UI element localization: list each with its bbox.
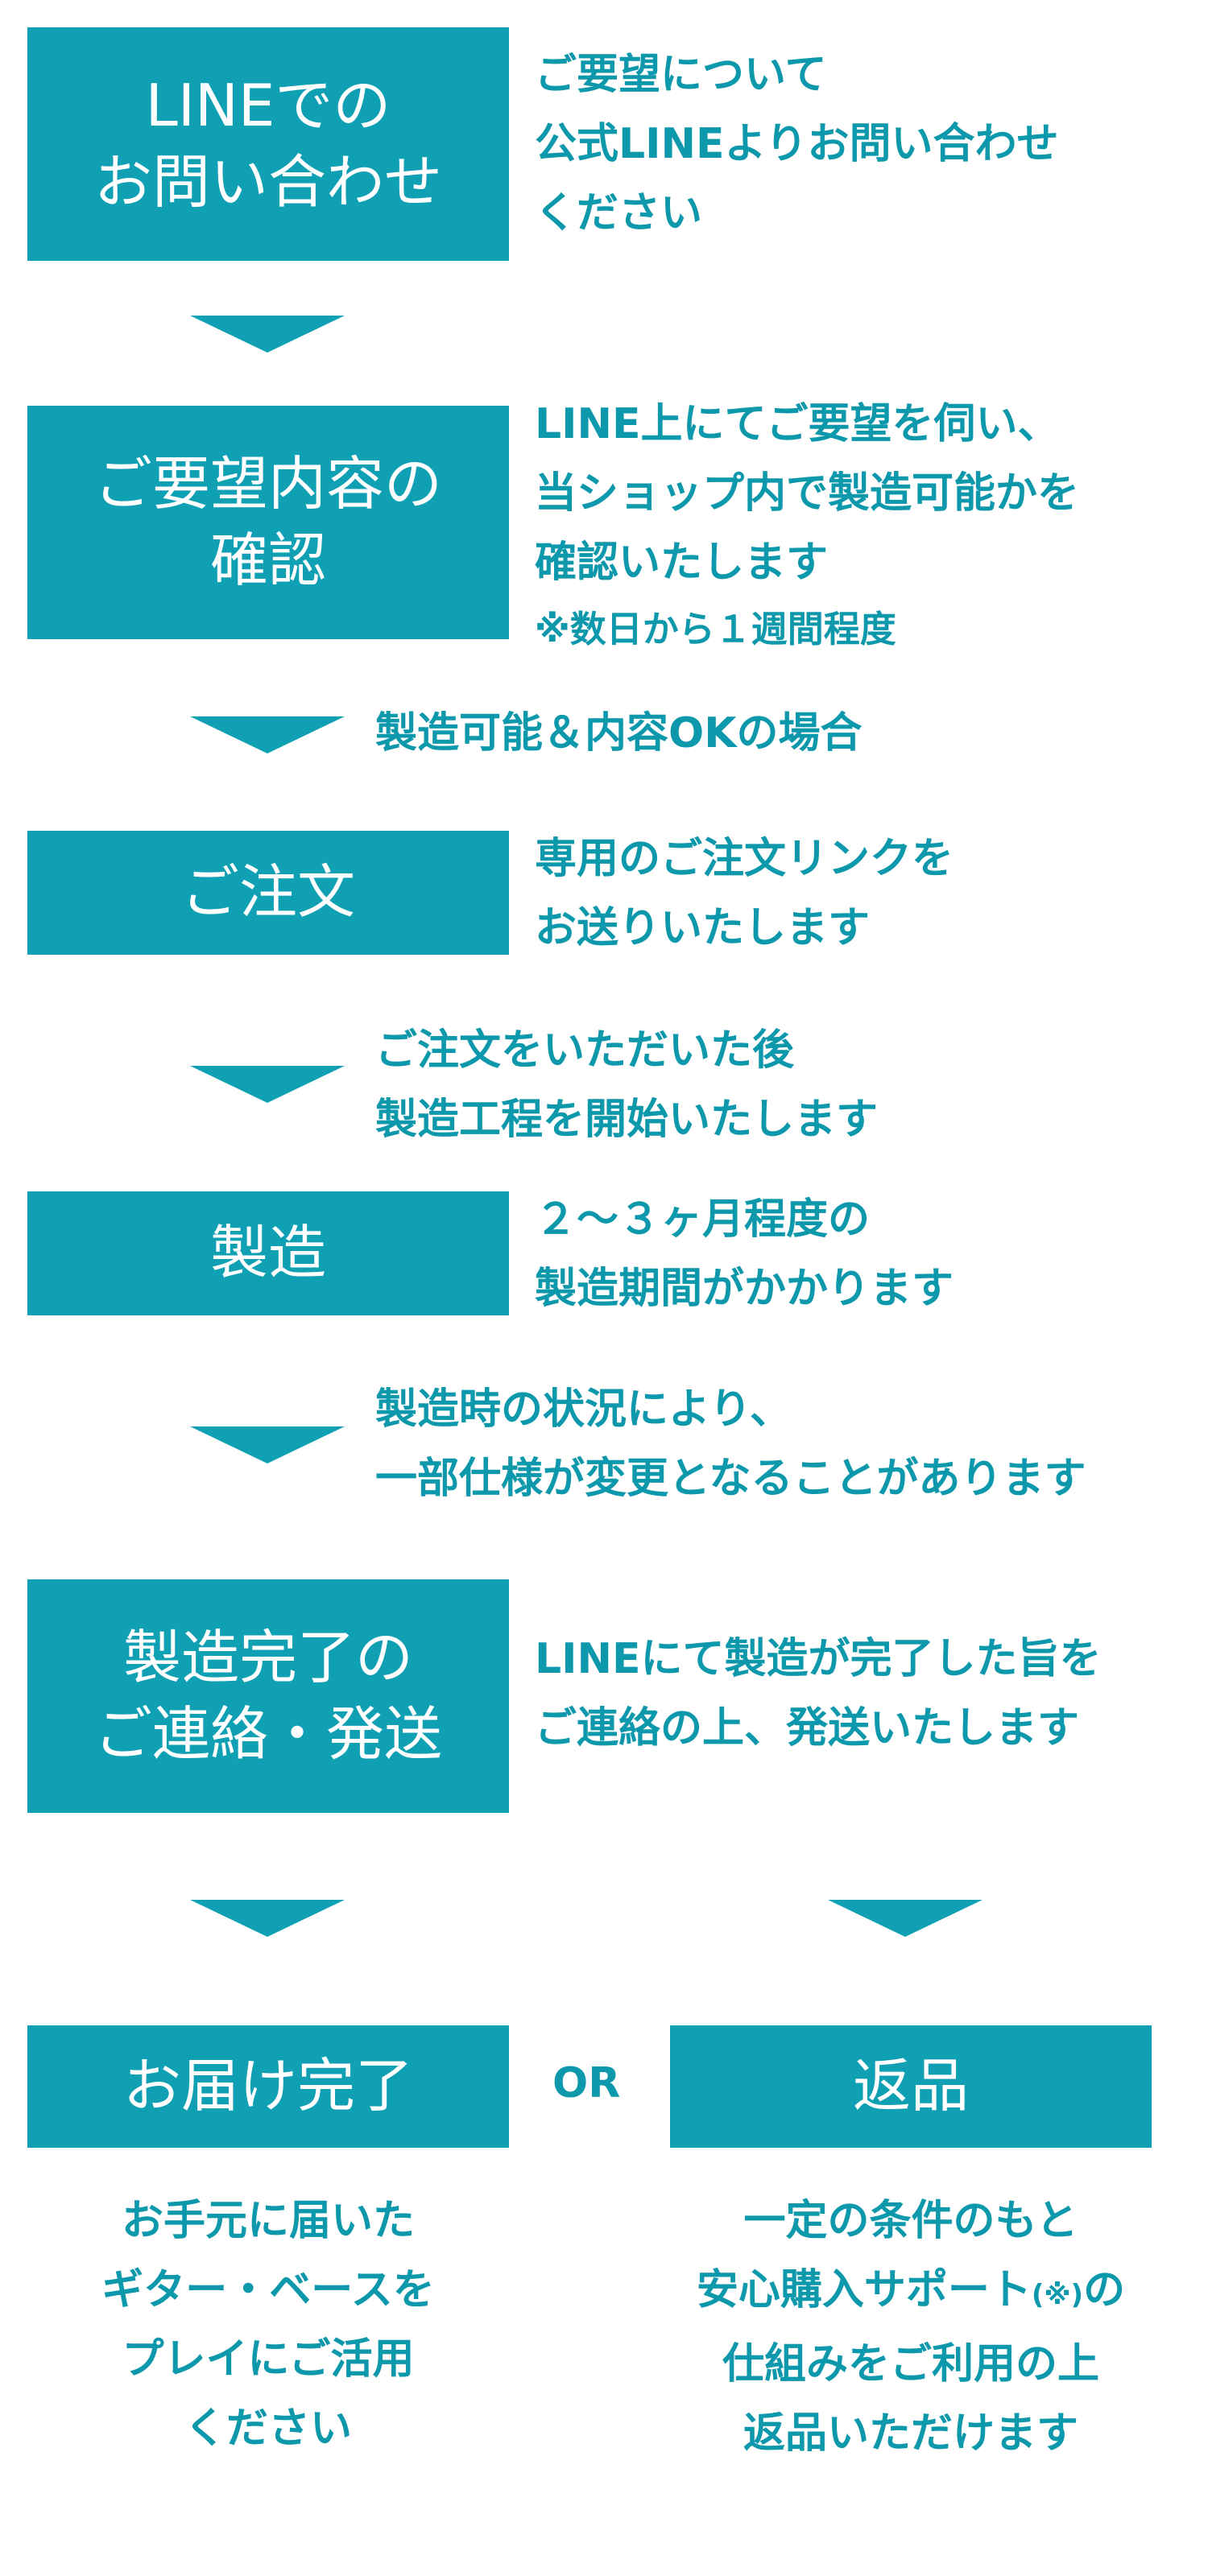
step-title-line: LINEでの [145, 71, 391, 139]
step-description: LINEにて製造が完了した旨を ご連絡の上、発送いたします [535, 1624, 1102, 1763]
step-description: ご要望について 公式LINEよりお問い合わせ ください [535, 40, 1058, 248]
desc-line: 仕組みをご利用の上 [722, 2340, 1099, 2388]
arrow-note-line: 一部仕様が変更となることがあります [375, 1455, 1086, 1503]
desc-line: 専用のご注文リンクを [535, 835, 954, 883]
desc-line: 一定の条件のもと [743, 2197, 1078, 2245]
outcome-box-return: 返品 [670, 2025, 1152, 2148]
arrow-down-icon [828, 1900, 983, 1937]
desc-line: LINE上にてご要望を伺い、 [535, 400, 1060, 448]
arrow-note-line: 製造工程を開始いたします [375, 1096, 879, 1144]
step-description: ２〜３ヶ月程度の 製造期間がかかります [535, 1185, 954, 1323]
desc-line: 製造期間がかかります [535, 1265, 954, 1313]
step-title-line: お問い合わせ [93, 148, 442, 216]
desc-line: ご要望について [535, 51, 827, 99]
desc-line: お送りいたします [535, 904, 871, 952]
step-description: 専用のご注文リンクを お送りいたします [535, 824, 954, 963]
outcome-title: 返品 [852, 2052, 969, 2120]
desc-note: ※数日から１週間程度 [535, 608, 896, 650]
desc-line: 当ショップ内で製造可能かを [535, 469, 1080, 518]
desc-line: ２〜３ヶ月程度の [535, 1195, 871, 1244]
arrow-down-icon [190, 316, 345, 353]
arrow-note: 製造可能＆内容OKの場合 [375, 699, 863, 768]
desc-line: 安心購入サポート(※)の [651, 2256, 1171, 2330]
step-box-confirmation: ご要望内容の 確認 [27, 406, 509, 639]
desc-line: ください [184, 2405, 352, 2453]
arrow-note: 製造時の状況により、 一部仕様が変更となることがあります [375, 1375, 1086, 1513]
arrow-down-icon [190, 1426, 345, 1463]
step-title-line: ご注文 [180, 858, 355, 927]
step-box-order: ご注文 [27, 831, 509, 955]
outcome-title: お届け完了 [122, 2052, 413, 2120]
or-label: OR [552, 2059, 621, 2107]
step-box-line-inquiry: LINEでの お問い合わせ [27, 27, 509, 261]
desc-line: 確認いたします [535, 539, 829, 587]
desc-line: プレイにご活用 [122, 2335, 415, 2384]
arrow-down-icon [190, 1900, 345, 1937]
arrow-note-line: ご注文をいただいた後 [375, 1026, 795, 1075]
arrow-note: ご注文をいただいた後 製造工程を開始いたします [375, 1016, 878, 1154]
desc-line: ください [535, 189, 703, 237]
step-box-completion-shipping: 製造完了の ご連絡・発送 [27, 1579, 509, 1813]
desc-line: LINEにて製造が完了した旨を [535, 1635, 1102, 1683]
step-description: LINE上にてご要望を伺い、 当ショップ内で製造可能かを 確認いたします ※数日… [535, 390, 1079, 662]
desc-text: の [1083, 2266, 1126, 2314]
arrow-note-line: 製造可能＆内容OKの場合 [375, 709, 863, 758]
outcome-description-return: 一定の条件のもと 安心購入サポート(※)の 仕組みをご利用の上 返品いただけます [651, 2186, 1171, 2468]
outcome-box-delivery: お届け完了 [27, 2025, 509, 2148]
step-title-line: 製造 [209, 1219, 326, 1287]
arrow-down-icon [190, 1066, 345, 1103]
desc-note-mark: (※) [1031, 2279, 1084, 2311]
desc-line: 返品いただけます [743, 2409, 1078, 2458]
step-title-line: ご連絡・発送 [93, 1700, 442, 1768]
step-box-manufacturing: 製造 [27, 1191, 509, 1315]
arrow-note-line: 製造時の状況により、 [375, 1385, 792, 1434]
desc-line: ご連絡の上、発送いたします [535, 1704, 1080, 1752]
outcome-description-delivery: お手元に届いた ギター・ベースを プレイにご活用 ください [27, 2186, 509, 2463]
desc-line: 公式LINEよりお問い合わせ [535, 120, 1059, 168]
step-title-line: 確認 [209, 526, 326, 594]
desc-text: 安心購入サポート [696, 2266, 1032, 2314]
desc-line: お手元に届いた [121, 2197, 415, 2245]
step-title-line: ご要望内容の [93, 449, 442, 518]
arrow-down-icon [190, 716, 345, 753]
step-title-line: 製造完了の [122, 1623, 413, 1691]
desc-line: ギター・ベースを [101, 2266, 435, 2314]
